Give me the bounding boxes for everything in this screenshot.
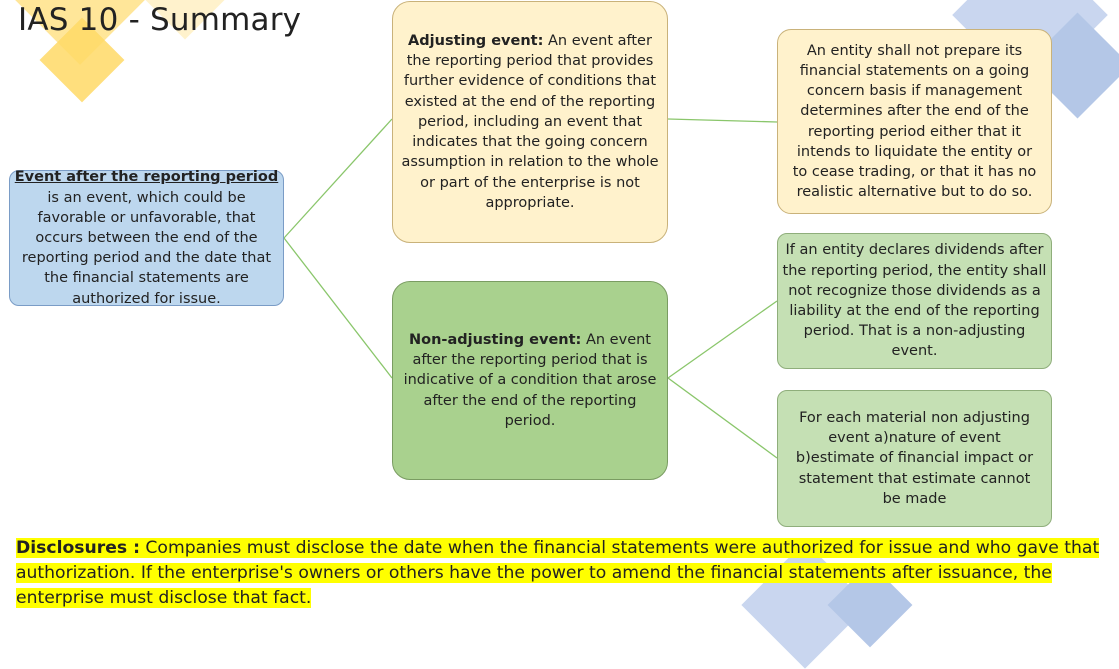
node-term: Adjusting event: [408,33,544,50]
node-text: An event after the reporting period that… [401,33,659,211]
disclosures-label: Disclosures : [16,538,140,558]
node-going-concern: An entity shall not prepare its financia… [777,29,1052,214]
connector-adjusting-goingconcern [667,118,778,123]
node-term: Non-adjusting event: [409,331,582,348]
disclosures-paragraph: Disclosures : Companies must disclose th… [16,536,1119,611]
node-text: For each material non adjusting event a)… [795,409,1034,507]
node-adjusting-event: Adjusting event: An event after the repo… [392,1,668,243]
node-text: is an event, which could be favorable or… [21,189,272,307]
disclosures-text: Companies must disclose the date when th… [16,538,1100,608]
node-dividends: If an entity declares dividends after th… [777,233,1052,369]
connector-nonadjusting-dividends [667,300,778,379]
node-term: Event after the reporting period [14,169,279,186]
node-event-after-reporting-period: Event after the reporting period is an e… [9,169,284,307]
node-text: An event after the reporting period that… [403,331,657,429]
page-title: IAS 10 - Summary [18,2,302,38]
node-text: An entity shall not prepare its financia… [792,42,1037,201]
node-text: If an entity declares dividends after th… [782,242,1047,360]
connector-root-adjusting [283,118,393,239]
connector-root-nonadjusting [283,237,393,379]
connector-lines [283,118,778,459]
connector-nonadjusting-disclosure [667,377,778,459]
node-non-adjusting-disclosure: For each material non adjusting event a)… [777,390,1052,527]
node-non-adjusting-event: Non-adjusting event: An event after the … [392,281,668,480]
